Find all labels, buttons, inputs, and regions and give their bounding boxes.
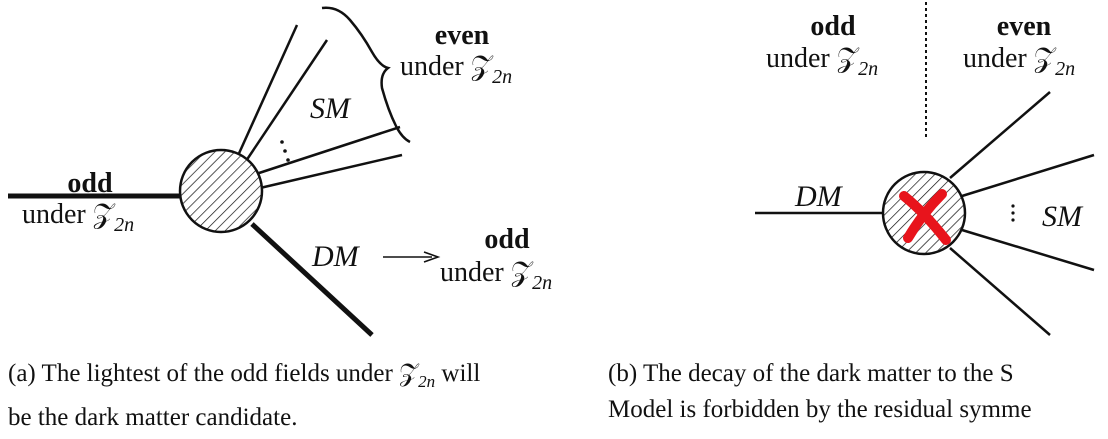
sm-out-line-4 — [949, 247, 1051, 336]
odd-label-left: odd — [67, 168, 113, 199]
odd-under-label-right: under 𝒵2n — [440, 257, 552, 294]
sm-dots-b-2 — [1011, 211, 1015, 215]
odd-label-b: odd — [810, 11, 856, 42]
panel-b-diagram: odd under 𝒵2n even under 𝒵2n DM SM — [755, 2, 1095, 336]
sm-out-line-1 — [949, 91, 1051, 179]
sm-dots — [280, 140, 284, 144]
sm-line-1 — [234, 24, 299, 161]
sm-dots-2 — [283, 149, 287, 153]
sm-out-line-3 — [961, 228, 1095, 272]
sm-dots-b — [1011, 204, 1015, 208]
dm-label-b: DM — [794, 180, 844, 213]
even-label-b: even — [997, 11, 1052, 42]
even-label-a: even — [435, 20, 490, 51]
forbidden-cross-icon — [899, 189, 951, 245]
sm-line-3 — [255, 125, 401, 176]
dm-outgoing-line — [250, 222, 374, 337]
sm-line-4 — [259, 153, 403, 190]
caption-a-line-2: be the dark matter candidate. — [8, 404, 298, 431]
odd-label-right: odd — [484, 224, 530, 255]
dm-label-a: DM — [311, 240, 361, 273]
caption-b-line-2: Model is forbidden by the residual symme — [608, 396, 1032, 423]
odd-under-label-b: under 𝒵2n — [766, 43, 878, 80]
sm-dots-b-3 — [1011, 218, 1015, 222]
sm-label-a: SM — [310, 92, 352, 125]
vertex-blob-a-hatch — [181, 151, 261, 231]
sm-out-line-2 — [961, 153, 1095, 198]
sm-dots-3 — [286, 158, 290, 162]
even-under-label-a: under 𝒵2n — [400, 51, 512, 88]
caption-panel-a: (a) The lightest of the odd fields under… — [8, 356, 598, 436]
caption-b-line-1: (b) The decay of the dark matter to the … — [608, 360, 1014, 387]
even-under-label-b: under 𝒵2n — [963, 43, 1075, 80]
sm-line-2 — [242, 39, 329, 165]
caption-a-line-1: (a) The lightest of the odd fields under… — [8, 360, 481, 391]
sm-label-b: SM — [1042, 200, 1084, 233]
panel-a-diagram: even under 𝒵2n SM odd under 𝒵2n DM odd u… — [8, 6, 552, 337]
curly-brace — [321, 6, 411, 144]
figure-canvas: even under 𝒵2n SM odd under 𝒵2n DM odd u… — [8, 2, 1095, 337]
dm-arrow-head — [423, 251, 441, 263]
caption-panel-b: (b) The decay of the dark matter to the … — [608, 356, 1108, 428]
odd-under-label-left: under 𝒵2n — [22, 199, 134, 236]
